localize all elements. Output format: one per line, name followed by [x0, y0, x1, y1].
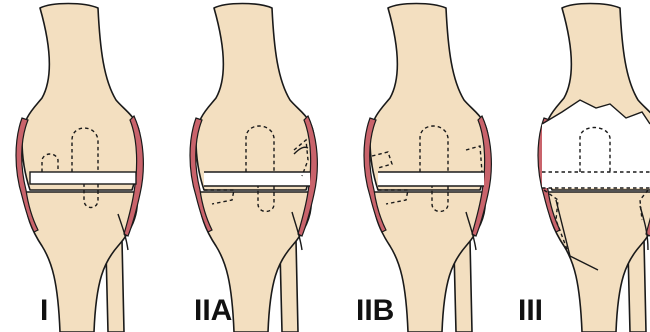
joint-gap [204, 172, 310, 186]
knee-outline [190, 4, 317, 332]
joint-gap [378, 172, 484, 186]
panel-label: IIB [356, 294, 394, 327]
panel-III: III [518, 4, 650, 332]
panel-label: III [518, 294, 543, 327]
joint-gap [30, 172, 136, 184]
panel-I: I [16, 4, 143, 332]
panel-label: IIA [194, 294, 232, 327]
panel-label: I [40, 294, 48, 327]
panel-IIA: IIA [190, 4, 317, 332]
panel-IIB: IIB [356, 4, 491, 332]
knee-outline [16, 4, 143, 332]
knee-outline [364, 4, 491, 332]
